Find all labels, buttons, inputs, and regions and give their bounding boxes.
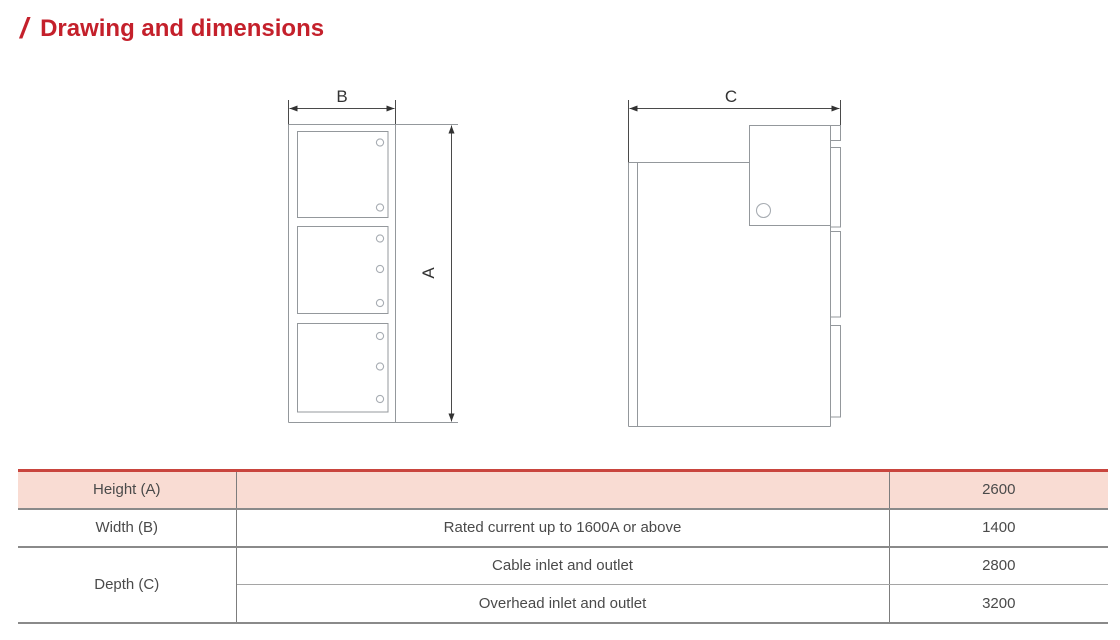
front-panel-top <box>297 131 389 218</box>
table-row-height: Height (A) 2600 <box>18 470 1108 510</box>
rear-strip-segment <box>830 125 841 141</box>
side-view-drawing: C <box>628 87 841 427</box>
door-handle <box>755 202 772 219</box>
table-cell-condition-overhead: Overhead inlet and outlet <box>236 584 890 623</box>
table-cell-param-depth: Depth (C) <box>18 546 237 623</box>
red-slash-icon: / <box>20 13 28 45</box>
panel-knob <box>375 264 385 274</box>
panel-knob <box>375 203 385 212</box>
table-cell-param-width: Width (B) <box>18 508 237 548</box>
page-title: Drawing and dimensions <box>40 15 325 42</box>
panel-knob <box>375 394 385 404</box>
panel-knob <box>375 138 385 147</box>
height-dimension-label: A <box>419 267 438 279</box>
dimension-table: Height (A) 2600 Width (B) Rated current … <box>18 469 1108 624</box>
table-cell-param-height: Height (A) <box>18 470 237 510</box>
rear-strip-segment <box>830 147 841 228</box>
table-row-depth-overhead: Overhead inlet and outlet 3200 <box>18 584 1108 623</box>
table-cell-condition-cable: Cable inlet and outlet <box>236 546 890 585</box>
panel-knob <box>375 331 385 341</box>
rear-strip-segment <box>830 231 841 318</box>
table-row-width: Width (B) Rated current up to 1600A or a… <box>18 508 1108 548</box>
table-cell-value-overhead: 3200 <box>889 584 1108 623</box>
table-cell-value-cable: 2800 <box>889 546 1108 585</box>
front-view-drawing: B A <box>288 87 458 423</box>
front-panel-middle <box>297 226 389 314</box>
table-cell-condition-width: Rated current up to 1600A or above <box>236 508 890 548</box>
panel-knob <box>375 298 385 308</box>
rear-strip-segment <box>830 325 841 418</box>
dimension-table-wrap: Height (A) 2600 Width (B) Rated current … <box>18 469 1108 624</box>
table-row-depth-cable: Depth (C) Cable inlet and outlet 2800 <box>18 546 1108 623</box>
panel-knob <box>375 234 385 243</box>
panel-knob <box>375 362 385 371</box>
table-cell-value-height: 2600 <box>889 470 1108 510</box>
technical-drawings: B A <box>288 87 841 427</box>
table-cell-value-width: 1400 <box>889 508 1108 548</box>
front-panel-bottom <box>297 323 389 413</box>
table-cell-condition-height <box>236 470 890 510</box>
depth-dimension-label: C <box>725 87 737 106</box>
width-dimension-label: B <box>336 87 347 106</box>
section-header: / Drawing and dimensions <box>20 14 324 44</box>
